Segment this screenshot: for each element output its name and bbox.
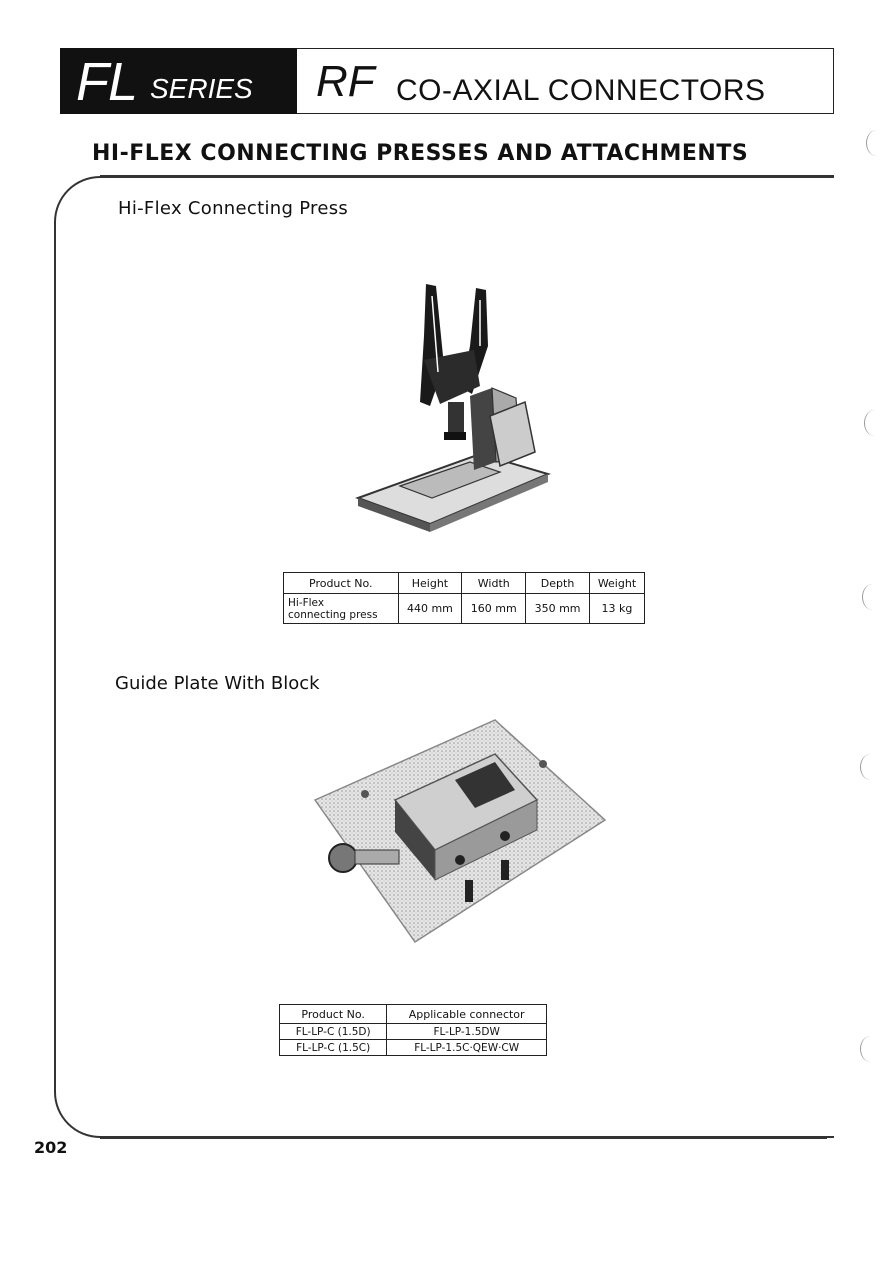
press-spec-table: Product No. Height Width Depth Weight Hi…: [283, 572, 646, 624]
table-header-row: Product No. Applicable connector: [278, 1004, 547, 1024]
cell-connector: FL-LP-1.5C·QEW·CW: [386, 1039, 547, 1056]
table-row: Hi-Flex connecting press 440 mm 160 mm 3…: [283, 593, 646, 624]
section-heading: HI-FLEX CONNECTING PRESSES AND ATTACHMEN…: [92, 141, 749, 166]
product-name-line2: connecting press: [288, 608, 378, 621]
col-width: Width: [461, 572, 527, 594]
cell-height: 440 mm: [397, 593, 463, 624]
cell-product: FL-LP-C (1.5D): [278, 1023, 388, 1040]
cell-connector: FL-LP-1.5DW: [386, 1023, 547, 1040]
cell-width: 160 mm: [461, 593, 527, 624]
product-name-line1: Hi-Flex: [288, 596, 325, 609]
cell-weight: 13 kg: [588, 593, 646, 624]
col-product-no: Product No.: [278, 1004, 388, 1024]
binder-hole: [860, 1036, 881, 1062]
frame-mask: [834, 170, 864, 1145]
guide-spec-table: Product No. Applicable connector FL-LP-C…: [278, 1004, 547, 1056]
table-row: FL-LP-C (1.5C) FL-LP-1.5C·QEW·CW: [278, 1039, 547, 1056]
binder-hole: [860, 754, 881, 780]
col-height: Height: [397, 572, 463, 594]
guide-heading: Guide Plate With Block: [115, 673, 320, 694]
guide-photo: [313, 719, 607, 944]
frame-bottom-rule: [100, 1137, 827, 1139]
col-weight: Weight: [588, 572, 646, 594]
series-prefix: FL: [76, 52, 138, 112]
cell-depth: 350 mm: [525, 593, 590, 624]
binder-hole: [866, 130, 887, 156]
rf-mark: RF: [316, 57, 375, 106]
col-depth: Depth: [525, 572, 590, 594]
col-applicable-connector: Applicable connector: [386, 1004, 547, 1024]
binder-hole: [864, 410, 885, 436]
col-product-no: Product No.: [283, 572, 399, 594]
cell-product-name: Hi-Flex connecting press: [283, 593, 399, 624]
table-header-row: Product No. Height Width Depth Weight: [283, 572, 646, 594]
press-heading: Hi-Flex Connecting Press: [118, 198, 349, 219]
frame-top-rule: [100, 175, 835, 177]
series-block: [60, 48, 297, 114]
press-photo: [355, 284, 551, 532]
cell-product: FL-LP-C (1.5C): [278, 1039, 388, 1056]
table-row: FL-LP-C (1.5D) FL-LP-1.5DW: [278, 1023, 547, 1040]
binder-hole: [862, 584, 883, 610]
series-word: SERIES: [150, 73, 253, 104]
page-number: 202: [34, 1138, 68, 1157]
banner-title: CO-AXIAL CONNECTORS: [396, 74, 766, 107]
